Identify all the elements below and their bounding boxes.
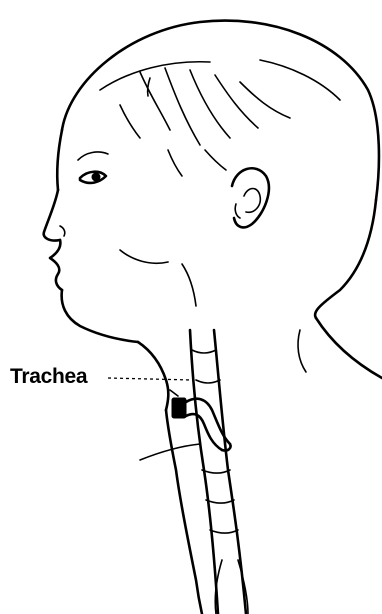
trachea-leader-line: [108, 378, 192, 380]
back-of-head: [315, 200, 376, 318]
trachea-label: Trachea: [10, 366, 87, 387]
ear-inner: [244, 189, 260, 213]
head-outline: [62, 21, 379, 200]
back-of-neck: [316, 318, 382, 378]
jaw-line: [182, 264, 196, 306]
chin-jaw: [62, 290, 138, 342]
cheek-line: [120, 250, 168, 263]
shoulder-line: [298, 330, 306, 372]
eye-pupil: [92, 173, 100, 181]
hair-strands: [100, 60, 340, 176]
ear-lobe: [235, 204, 240, 218]
forehead: [57, 130, 62, 190]
nostril: [60, 226, 65, 236]
chest-line: [140, 444, 200, 460]
throat-front: [138, 342, 168, 410]
nose: [44, 190, 60, 241]
neck-front: [166, 410, 202, 614]
lips: [50, 240, 62, 290]
ear: [232, 168, 269, 227]
eyebrow: [78, 152, 108, 160]
